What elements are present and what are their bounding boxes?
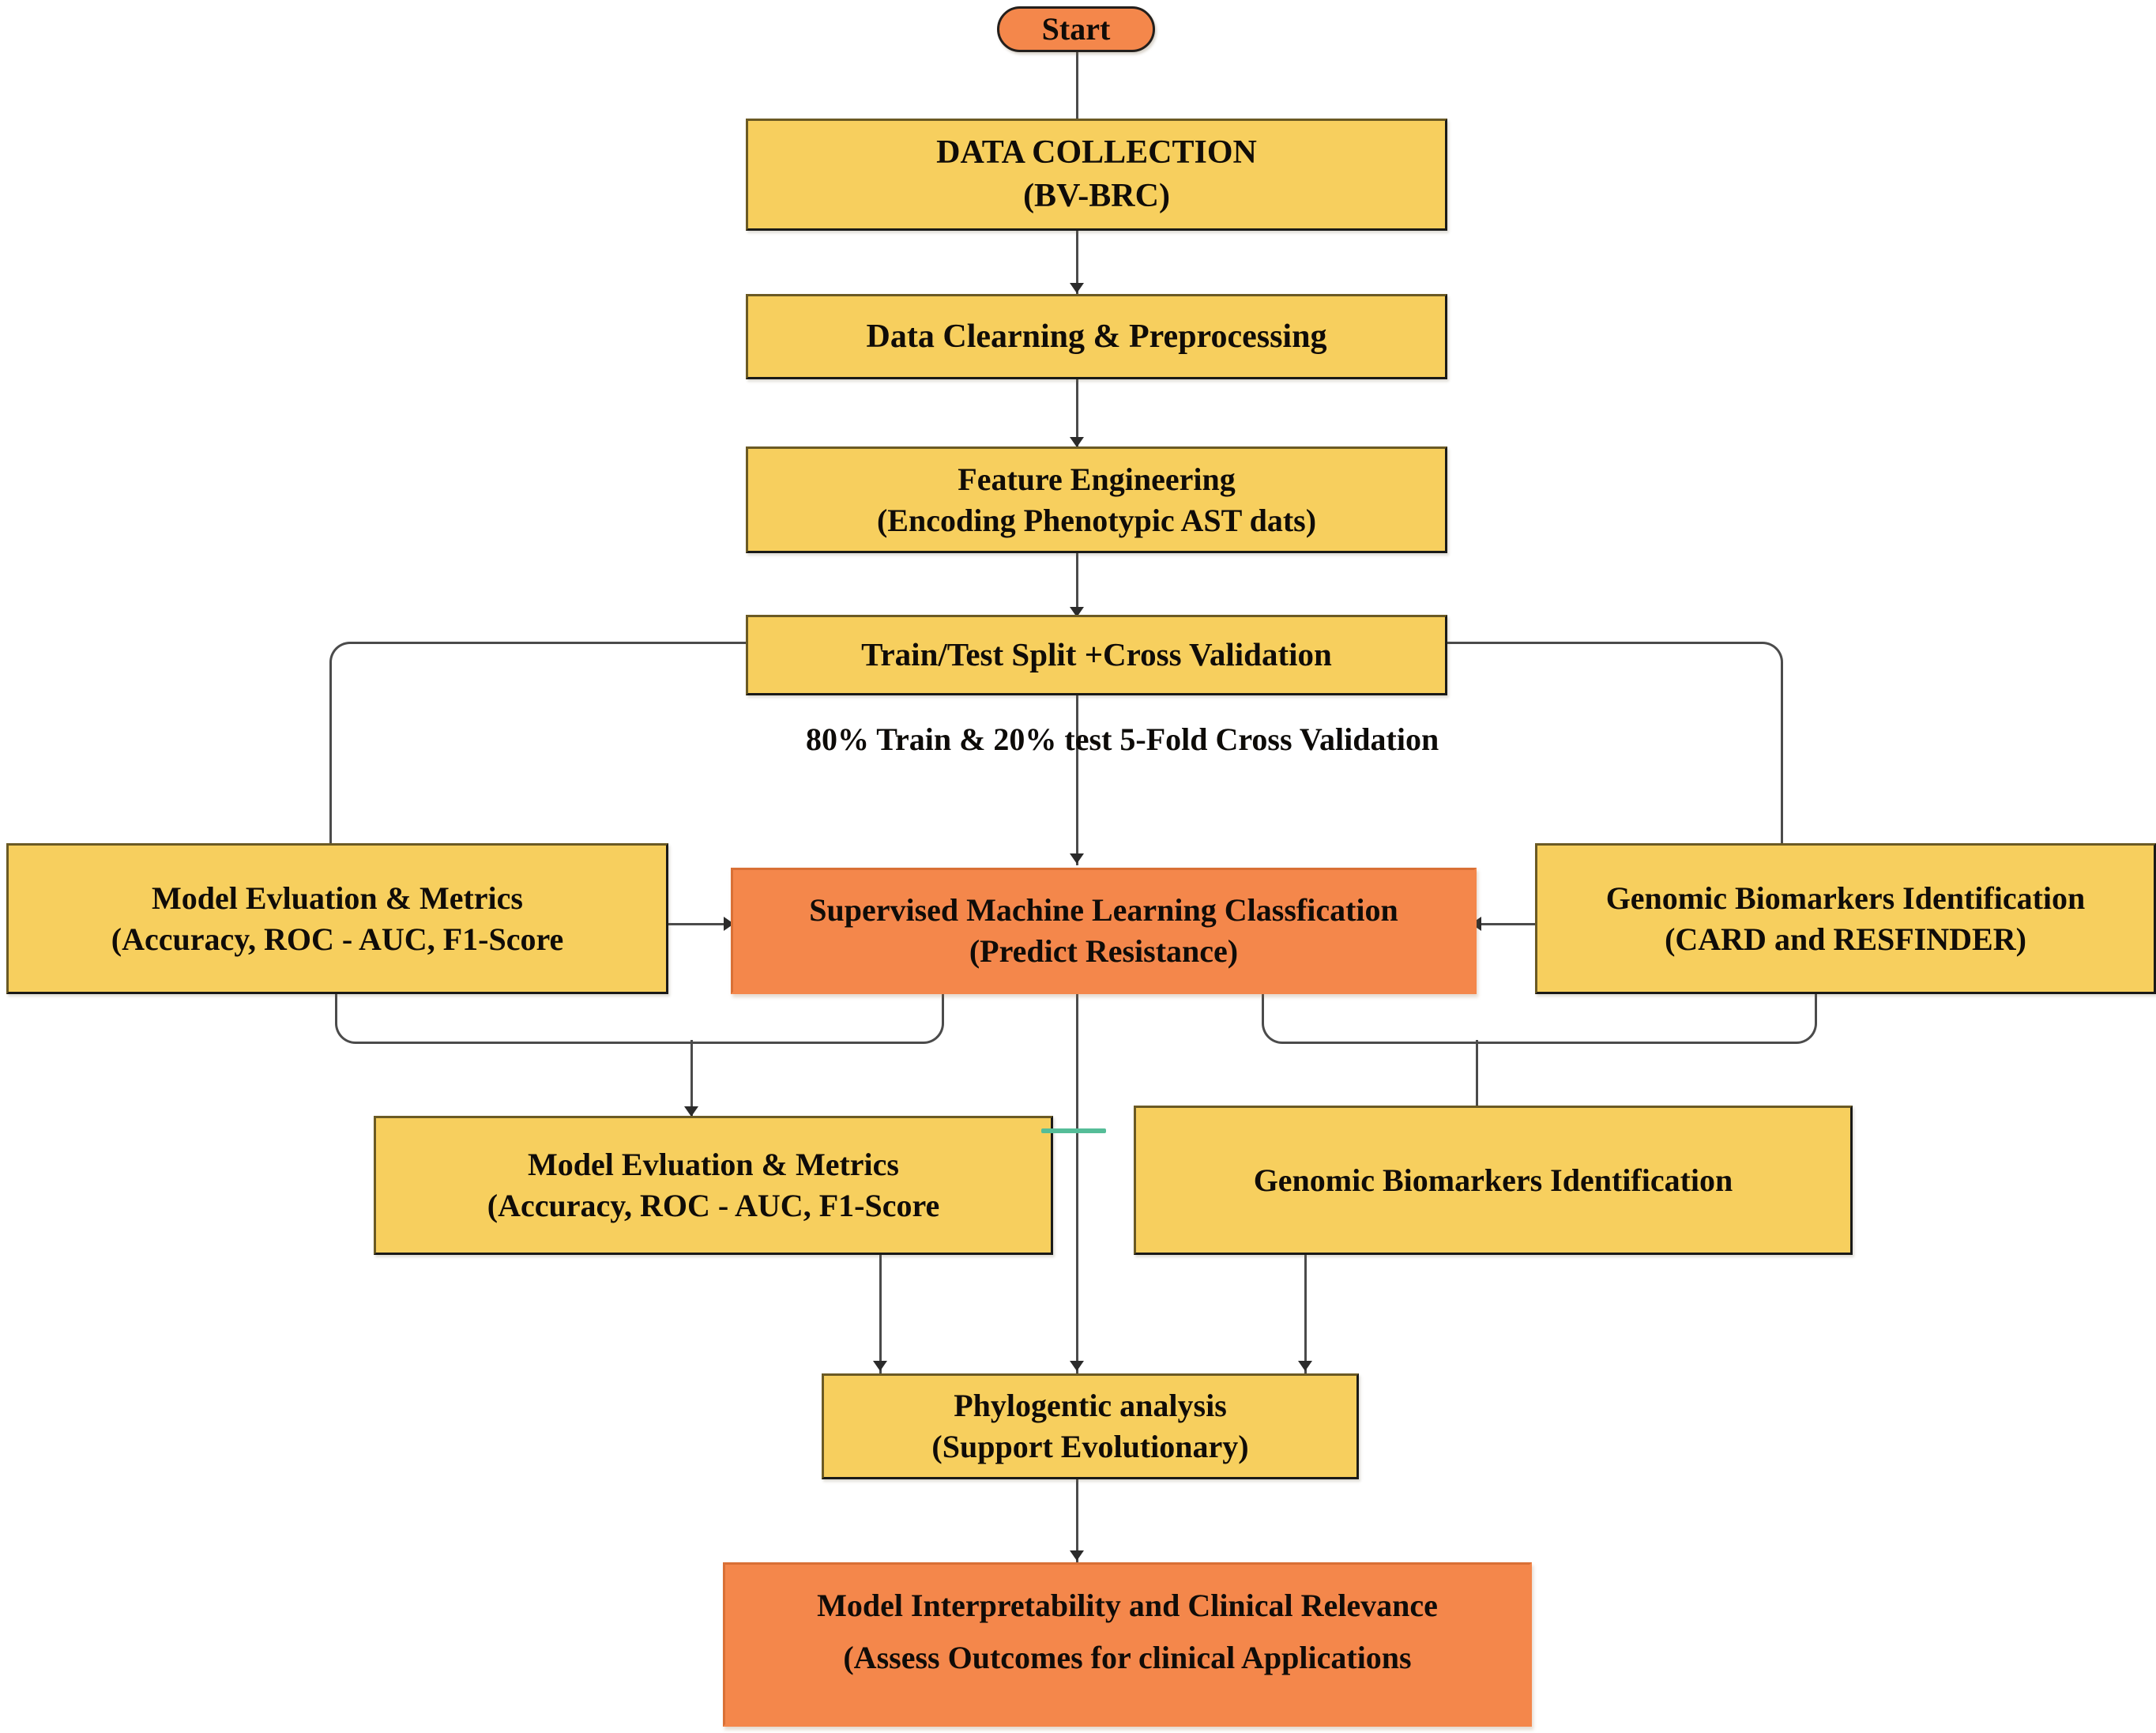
arrowhead-phylogenetic-right (1298, 1361, 1312, 1371)
arrowhead-feature (1070, 437, 1084, 447)
node-start[interactable]: Start (997, 6, 1155, 52)
node-feature-engineering-line2: (Encoding Phenotypic AST dats) (876, 502, 1317, 538)
teal-divider-marker (1041, 1128, 1106, 1133)
arrowhead-supervised-top (1070, 853, 1084, 864)
arrowhead-split (1070, 607, 1084, 617)
connector-split-right-branch (1441, 642, 1783, 846)
arrowhead-phylogenetic-center (1070, 1361, 1084, 1371)
connector-lower-eval-to-phylogenetic (879, 1255, 882, 1373)
node-genomic-biomarkers-lower[interactable]: Genomic Biomarkers Identification (1134, 1106, 1853, 1255)
node-train-test-split-line1: Train/Test Split +Cross Validation (861, 636, 1332, 673)
node-data-collection-line2: (BV-BRC) (1023, 178, 1170, 214)
node-data-collection[interactable]: DATA COLLECTION (BV-BRC) (746, 119, 1447, 231)
annotation-split-note-line2: 5-Fold Cross Validation (1119, 721, 1439, 757)
node-data-collection-line1: DATA COLLECTION (936, 134, 1257, 171)
node-supervised-ml[interactable]: Supervised Machine Learning Classficatio… (731, 868, 1477, 994)
node-model-interpretability[interactable]: Model Interpretability and Clinical Rele… (723, 1562, 1532, 1727)
node-model-evaluation-lower[interactable]: Model Evluation & Metrics (Accuracy, ROC… (374, 1116, 1053, 1255)
connector-feature-to-split (1076, 553, 1078, 615)
node-feature-engineering-line1: Feature Engineering (958, 461, 1236, 497)
node-genomic-biomarkers-lower-line1: Genomic Biomarkers Identification (1253, 1162, 1733, 1198)
node-start-label: Start (1041, 11, 1111, 47)
node-model-interpretability-line1: Model Interpretability and Clinical Rele… (817, 1588, 1438, 1623)
node-genomic-biomarkers-right-line1: Genomic Biomarkers Identification (1605, 880, 2086, 916)
arrowhead-phylogenetic-left (873, 1361, 887, 1371)
connector-supervised-to-phylogenetic (1076, 994, 1078, 1373)
connector-left-eval-to-supervised (668, 923, 731, 925)
annotation-split-note: 80% Train & 20% test 5-Fold Cross Valida… (806, 719, 1439, 760)
node-supervised-ml-line1: Supervised Machine Learning Classficatio… (809, 892, 1398, 928)
connector-right-merge-bracket (1262, 994, 1817, 1044)
node-model-interpretability-line2: (Assess Outcomes for clinical Applicatio… (843, 1640, 1412, 1675)
node-genomic-biomarkers-right[interactable]: Genomic Biomarkers Identification (CARD … (1535, 843, 2156, 994)
node-train-test-split[interactable]: Train/Test Split +Cross Validation (746, 615, 1447, 695)
connector-left-merge-bracket (335, 994, 944, 1044)
arrowhead-lower-eval (684, 1106, 698, 1117)
connector-phylogenetic-to-interpretability (1076, 1479, 1078, 1562)
node-model-evaluation-left-line2: (Accuracy, ROC - AUC, F1-Score (111, 921, 564, 957)
arrowhead-interpretability (1070, 1550, 1084, 1561)
annotation-split-note-line1: 80% Train & 20% test (806, 721, 1112, 757)
connector-lower-genomic-to-phylogenetic (1304, 1255, 1307, 1373)
node-supervised-ml-line2: (Predict Resistance) (969, 933, 1239, 969)
connector-cleaning-to-feature (1076, 379, 1078, 446)
node-phylogenetic-analysis[interactable]: Phylogentic analysis (Support Evolutiona… (822, 1373, 1359, 1479)
node-feature-engineering[interactable]: Feature Engineering (Encoding Phenotypic… (746, 446, 1447, 553)
connector-split-to-supervised (1076, 695, 1078, 865)
node-data-cleaning-line1: Data Clearning & Preprocessing (866, 318, 1327, 355)
node-model-evaluation-lower-line1: Model Evluation & Metrics (528, 1147, 899, 1182)
node-phylogenetic-analysis-line1: Phylogentic analysis (954, 1388, 1227, 1423)
node-data-cleaning[interactable]: Data Clearning & Preprocessing (746, 294, 1447, 379)
node-model-evaluation-left[interactable]: Model Evluation & Metrics (Accuracy, ROC… (6, 843, 668, 994)
connector-split-left-branch (329, 642, 747, 846)
node-model-evaluation-lower-line2: (Accuracy, ROC - AUC, F1-Score (487, 1188, 940, 1223)
node-model-evaluation-left-line1: Model Evluation & Metrics (152, 880, 523, 916)
node-phylogenetic-analysis-line2: (Support Evolutionary) (931, 1429, 1249, 1464)
arrowhead-cleaning (1070, 283, 1084, 293)
connector-right-genomic-to-supervised (1476, 923, 1535, 925)
node-genomic-biomarkers-right-line2: (CARD and RESFINDER) (1665, 921, 2026, 957)
connector-right-merge-down (1476, 1040, 1478, 1119)
connector-left-merge-down (690, 1040, 693, 1119)
connector-data-collection-to-cleaning (1076, 231, 1078, 294)
connector-start-to-data-collection (1076, 43, 1078, 119)
